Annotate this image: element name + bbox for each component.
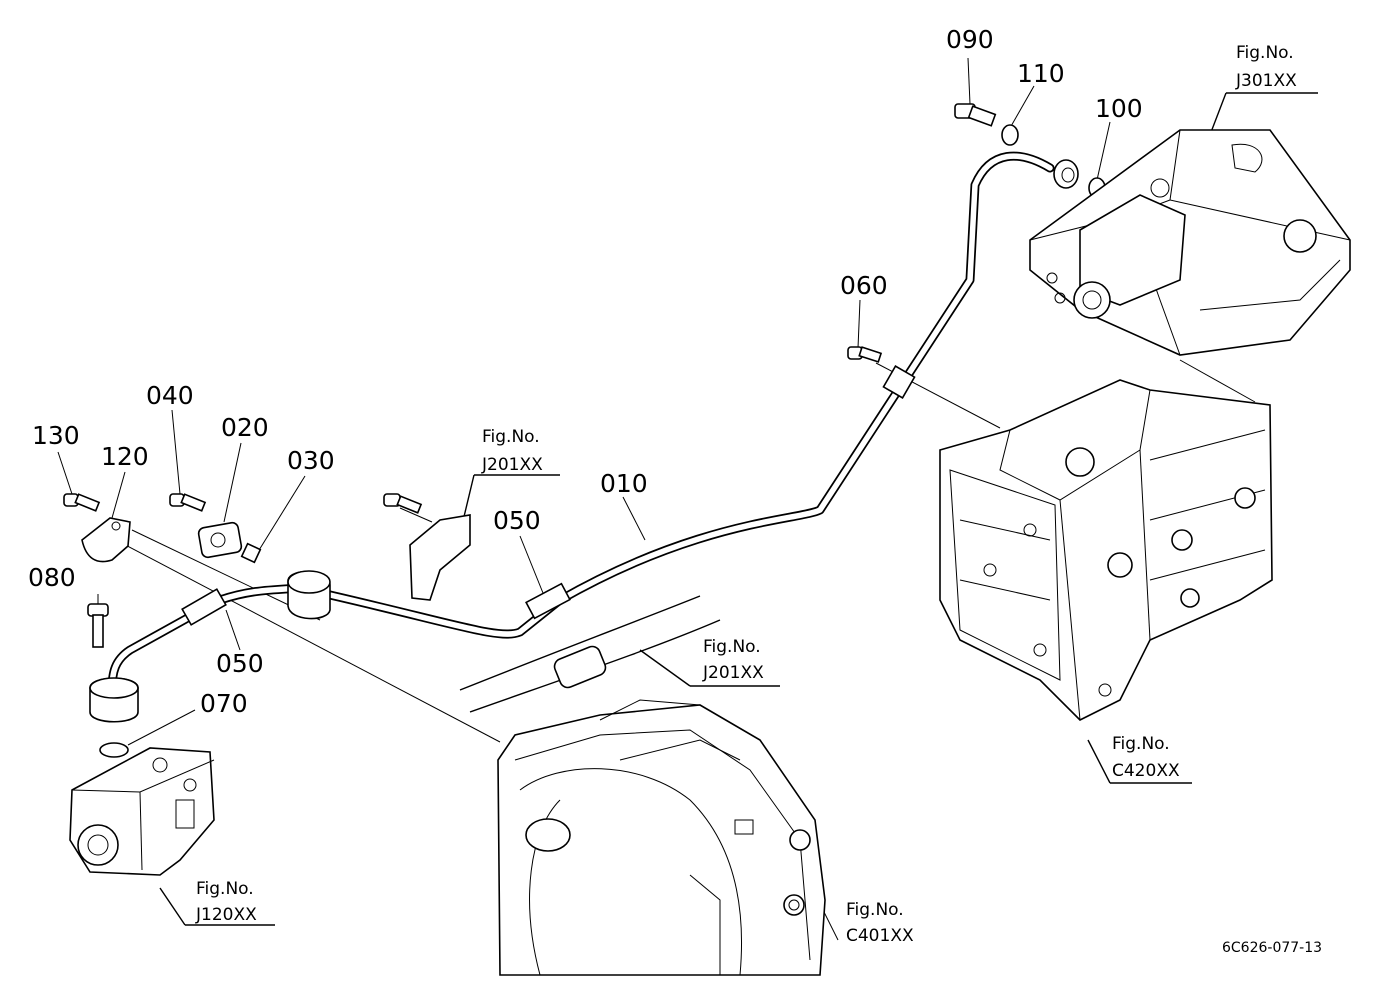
part-label-110: 110 <box>1017 59 1065 88</box>
part-label-090: 090 <box>946 25 994 54</box>
figure-ref-labels: Fig.No. J301XX Fig.No. J201XX Fig.No. J2… <box>195 43 1297 946</box>
fig-ref-j120-label: Fig.No. <box>196 879 254 899</box>
drawing-code: 6C626-077-13 <box>1222 940 1322 956</box>
fig-ref-c401-code: C401XX <box>846 926 914 946</box>
part-label-050-upper: 050 <box>493 506 541 535</box>
part-label-130: 130 <box>32 421 80 450</box>
fig-ref-j120-code: J120XX <box>195 905 257 925</box>
part-label-070: 070 <box>200 689 248 718</box>
part-label-100: 100 <box>1095 94 1143 123</box>
part-label-040: 040 <box>146 381 194 410</box>
pipe-010 <box>107 151 1079 695</box>
part-label-120: 120 <box>101 442 149 471</box>
hardware <box>63 103 1106 758</box>
fig-ref-c420-label: Fig.No. <box>1112 734 1170 754</box>
transmission-case <box>939 379 1273 721</box>
part-label-030: 030 <box>287 446 335 475</box>
pump-housing <box>69 747 215 876</box>
part-label-010: 010 <box>600 469 648 498</box>
fig-ref-j301-label: Fig.No. <box>1236 43 1294 63</box>
fig-ref-j201-upper-label: Fig.No. <box>482 427 540 447</box>
part-label-060: 060 <box>840 271 888 300</box>
leader-lines <box>57 57 1256 941</box>
fig-ref-j201-lower-code: J201XX <box>702 663 764 683</box>
part-label-050-lower: 050 <box>216 649 264 678</box>
fig-ref-j201-upper-code: J201XX <box>481 455 543 475</box>
part-label-080: 080 <box>28 563 76 592</box>
fig-ref-j301-code: J301XX <box>1235 71 1297 91</box>
fig-ref-c401-label: Fig.No. <box>846 900 904 920</box>
lift-cover <box>1029 129 1351 356</box>
fig-ref-c420-code: C420XX <box>1112 761 1180 781</box>
part-label-020: 020 <box>221 413 269 442</box>
hose-assembly <box>459 595 721 713</box>
part-labels: 090 110 100 060 040 020 030 130 120 010 … <box>28 25 1143 718</box>
clutch-housing <box>497 699 826 976</box>
fig-ref-j201-lower-label: Fig.No. <box>703 637 761 657</box>
